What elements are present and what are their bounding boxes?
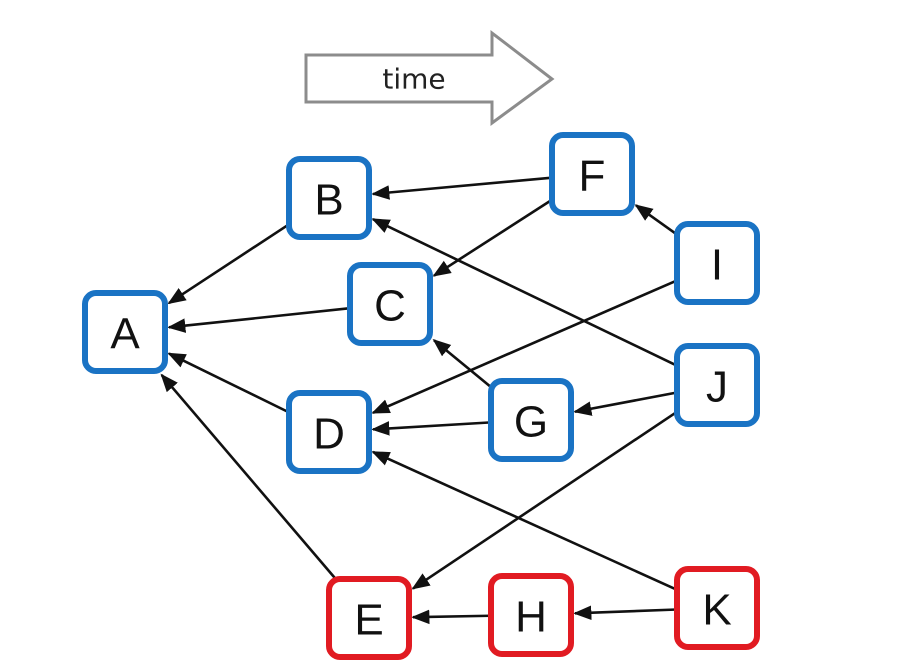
edge-d-to-a [167, 352, 290, 414]
node-h-label: H [515, 593, 547, 642]
edge-i-to-f [634, 204, 678, 236]
node-a: A [82, 290, 168, 374]
node-e-label: E [354, 596, 383, 645]
edge-j-to-g [573, 391, 678, 416]
node-c: C [347, 262, 433, 346]
edge-b-to-a [167, 223, 290, 305]
edge-g-to-c [432, 339, 492, 389]
node-f: F [549, 132, 635, 216]
time-arrow-label: time [382, 63, 445, 96]
node-b-label: B [314, 176, 343, 225]
node-c-label: C [374, 282, 406, 331]
node-c-box [347, 262, 433, 346]
node-j: J [674, 343, 760, 427]
edge-f-to-c [432, 198, 553, 277]
node-d-box [286, 390, 372, 474]
node-j-label: J [706, 363, 728, 412]
node-i-box [674, 221, 760, 305]
edge-j-to-b [371, 218, 678, 367]
edge-g-to-d [371, 421, 492, 436]
node-g-box [488, 378, 574, 462]
edge-h-to-e [411, 609, 492, 625]
time-arrow-shape [304, 29, 555, 126]
edge-f-to-b [371, 176, 553, 200]
time-arrow: time [304, 29, 555, 126]
edge-i-to-d [371, 279, 678, 415]
node-i: I [674, 221, 760, 305]
node-layer: A B C D E F G H I J K [82, 132, 760, 660]
node-h: H [488, 573, 574, 657]
node-j-box [674, 343, 760, 427]
node-i-label: I [711, 241, 723, 290]
edge-k-to-h [573, 605, 678, 621]
node-b-box [286, 156, 372, 240]
edge-c-to-a [167, 306, 351, 333]
node-f-box [549, 132, 635, 216]
node-d-label: D [313, 410, 345, 459]
node-f-label: F [579, 152, 606, 201]
node-a-label: A [110, 310, 140, 359]
node-g: G [488, 378, 574, 462]
node-k-box [674, 566, 760, 650]
node-b: B [286, 156, 372, 240]
node-h-box [488, 573, 574, 657]
node-k-label: K [702, 586, 731, 635]
node-d: D [286, 390, 372, 474]
edge-j-to-e [411, 410, 678, 590]
node-a-box [82, 290, 168, 374]
node-k: K [674, 566, 760, 650]
node-e: E [326, 576, 412, 660]
edge-k-to-d [371, 450, 678, 592]
edge-layer [160, 176, 678, 625]
node-e-box [326, 576, 412, 660]
edge-e-to-a [160, 373, 337, 580]
node-g-label: G [514, 398, 548, 447]
